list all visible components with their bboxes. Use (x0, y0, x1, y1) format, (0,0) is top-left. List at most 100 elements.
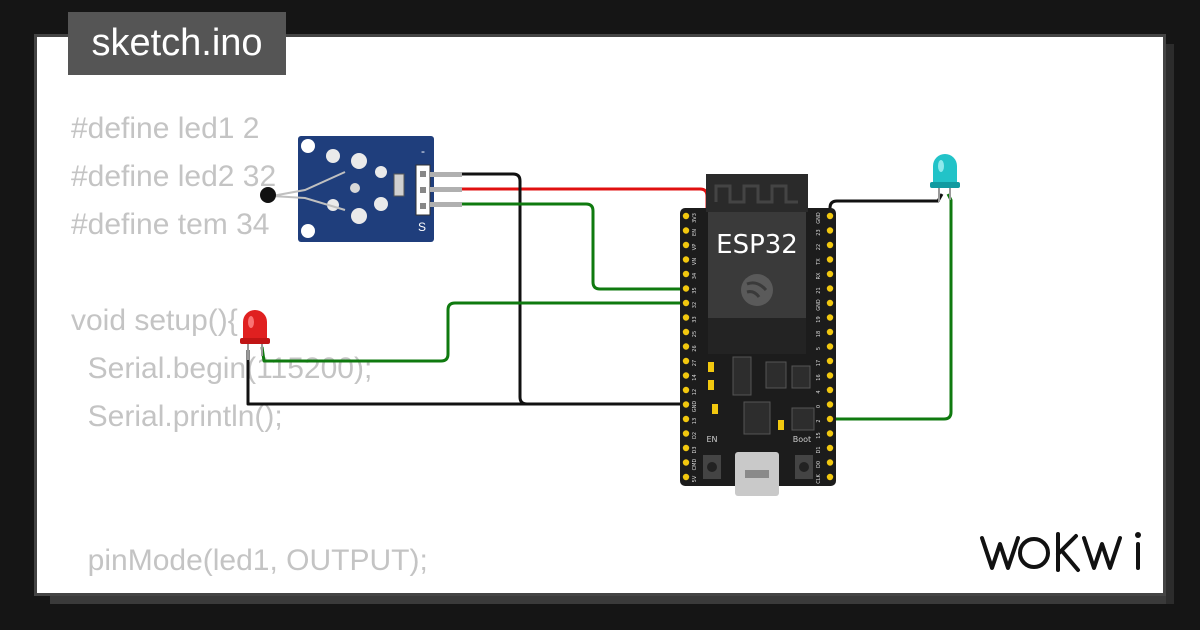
sensor-header-pins (430, 172, 462, 207)
wokwi-logo-icon (980, 532, 1141, 572)
board-label: ESP32 (716, 230, 798, 260)
code-line: #define led2 32 (71, 160, 277, 193)
board-pin[interactable] (682, 212, 690, 220)
board-pin[interactable] (826, 270, 834, 278)
board-pin[interactable] (682, 444, 690, 452)
esp32-board[interactable]: ESP32 EN Boot (680, 174, 836, 496)
board-pin[interactable] (826, 343, 834, 350)
board-left-pins: 3V3ENVPVN343532332526271412GND13D2D3CMD5… (682, 212, 698, 482)
wire-led2-signal (260, 301, 686, 363)
led-red[interactable] (240, 310, 270, 360)
board-pin-label: 3V3 (692, 213, 698, 223)
espressif-logo-icon (741, 274, 773, 306)
board-pin[interactable] (682, 270, 690, 278)
board-pin-label: D1 (816, 446, 822, 453)
code-line: #define led1 2 (71, 112, 260, 145)
board-pin-label: 14 (692, 374, 698, 380)
board-pin-label: 2 (816, 419, 822, 422)
board-pin-label: 25 (692, 331, 698, 337)
board-pin[interactable] (682, 299, 690, 307)
board-pin-label: D3 (692, 446, 698, 453)
sensor-signal-label: S (418, 220, 426, 234)
board-pin[interactable] (826, 227, 834, 234)
board-pin[interactable] (682, 343, 690, 350)
board-pin-label: VP (692, 244, 698, 250)
wokwi-logo (978, 524, 1150, 584)
board-pin-label: RX (816, 272, 822, 279)
temperature-sensor-module[interactable]: - S (260, 136, 434, 242)
board-pin[interactable] (826, 212, 834, 220)
board-pin-label: 5V (692, 475, 698, 482)
filename-label: sketch.ino (91, 22, 263, 64)
board-pin[interactable] (682, 401, 690, 408)
code-line: pinMode(led2, OUTPUT); (71, 585, 428, 593)
board-pin[interactable] (682, 473, 690, 481)
board-pin[interactable] (682, 285, 690, 292)
board-pin-label: 32 (692, 302, 698, 308)
board-pin[interactable] (826, 256, 834, 263)
board-pin[interactable] (826, 430, 834, 437)
board-pin-label: TX (816, 258, 822, 266)
board-pin-label: GND (816, 212, 822, 224)
board-pin[interactable] (826, 299, 834, 307)
code-line: #define tem 34 (71, 208, 270, 241)
card-shadow (50, 596, 1168, 604)
wire-led2-gnd (246, 350, 686, 406)
board-pin-label: 34 (692, 273, 698, 279)
board-pin[interactable] (826, 444, 834, 452)
board-pin[interactable] (826, 401, 834, 408)
board-pin-label: 22 (816, 244, 822, 250)
board-pin-label: 15 (816, 432, 822, 438)
code-editor: #define led1 2 #define led2 32 #define tem… (71, 105, 428, 593)
board-pin[interactable] (682, 227, 690, 234)
board-pin[interactable] (826, 285, 834, 292)
board-pin[interactable] (682, 256, 690, 263)
board-pin[interactable] (826, 241, 834, 249)
code-line: Serial.begin(115200); (71, 352, 373, 385)
board-pin[interactable] (826, 314, 834, 321)
boot-label: Boot (793, 435, 811, 444)
board-pin[interactable] (682, 459, 690, 466)
filename-tab[interactable]: sketch.ino (68, 12, 286, 75)
board-pin[interactable] (826, 415, 834, 423)
board-pin[interactable] (826, 459, 834, 466)
code-line: void setup(){ (71, 304, 238, 337)
board-pin-label: 5 (816, 347, 822, 350)
board-pin[interactable] (682, 357, 690, 365)
board-pin-label: 26 (692, 345, 698, 351)
board-pin[interactable] (826, 328, 834, 336)
sensor-minus-label: - (421, 144, 425, 158)
board-pin-label: CMD (692, 459, 698, 471)
board-pin-label: 18 (816, 331, 822, 337)
board-pin[interactable] (682, 386, 690, 394)
board-pin-label: CLK (816, 474, 822, 484)
board-pin-label: 16 (816, 374, 822, 380)
wire-led1-signal (830, 193, 953, 421)
led-cyan[interactable] (930, 154, 960, 202)
board-pin[interactable] (826, 386, 834, 394)
board-pin[interactable] (826, 357, 834, 365)
board-pin[interactable] (682, 241, 690, 249)
wire-led1-gnd (828, 193, 944, 218)
board-pin[interactable] (682, 314, 690, 321)
board-pin[interactable] (826, 473, 834, 481)
board-pin-label: VN (692, 258, 698, 265)
board-pin[interactable] (682, 372, 690, 379)
board-pin-label: 23 (816, 229, 822, 235)
board-pin-label: GND (816, 299, 822, 311)
board-pin-label: 0 (816, 405, 822, 408)
board-pin-label: 35 (692, 287, 698, 293)
en-label: EN (706, 435, 717, 444)
board-pin-label: 12 (692, 389, 698, 395)
board-pin[interactable] (682, 328, 690, 336)
board-pin-label: 33 (692, 316, 698, 322)
thermistor-icon (260, 187, 276, 203)
board-pin-label: 21 (816, 287, 822, 293)
board-pin-label: 19 (816, 316, 822, 322)
board-pin[interactable] (682, 430, 690, 437)
board-pin[interactable] (826, 372, 834, 379)
board-pin[interactable] (682, 415, 690, 423)
board-pin-label: 27 (692, 360, 698, 366)
